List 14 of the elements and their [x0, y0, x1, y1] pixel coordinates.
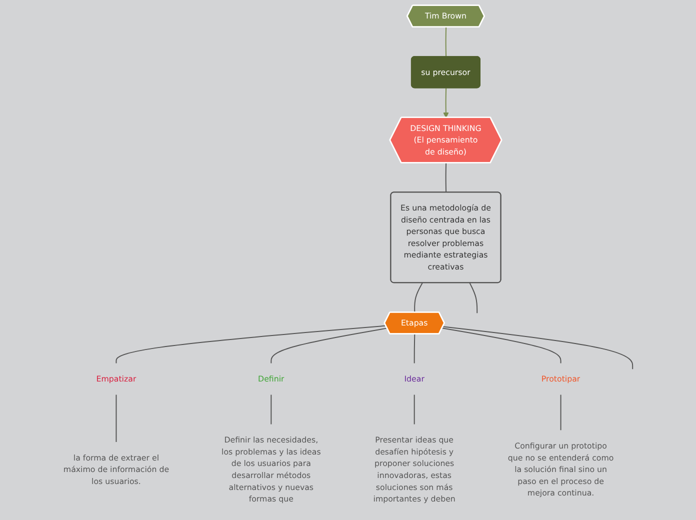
connector: [469, 282, 478, 314]
connector: [414, 394, 415, 425]
connector: [116, 325, 386, 364]
connector: [414, 282, 423, 313]
connector: [414, 334, 416, 364]
connector: [442, 328, 562, 364]
connector: [270, 394, 272, 425]
connector: [270, 328, 388, 364]
connector: [445, 26, 447, 58]
connector: [116, 394, 117, 442]
connector: [560, 394, 562, 431]
arrow: [443, 88, 449, 118]
connector: [445, 162, 447, 193]
connector: [442, 326, 634, 370]
